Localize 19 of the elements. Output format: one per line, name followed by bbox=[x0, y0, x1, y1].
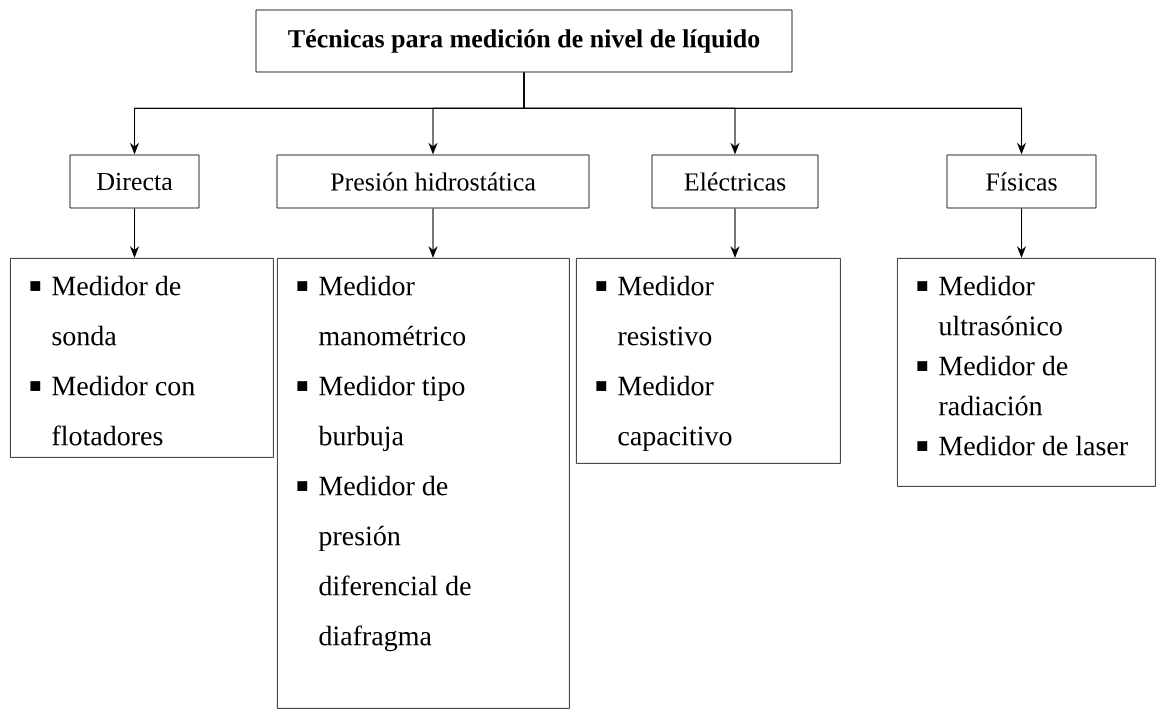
list-box bbox=[277, 258, 570, 709]
category-box: Eléctricas bbox=[651, 154, 819, 209]
list-item: Medidor manométrico bbox=[319, 275, 466, 346]
list-item: Medidor de presión diferencial de diafragma bbox=[318, 475, 471, 652]
list-box bbox=[897, 258, 1156, 487]
list-item: Medidor de radiación bbox=[938, 355, 1068, 416]
category-box: Presión hidrostática bbox=[276, 154, 590, 209]
category-box: Directa bbox=[69, 154, 200, 209]
list-item: Medidor de laser bbox=[939, 435, 1128, 456]
list-box bbox=[10, 258, 274, 458]
list-item: Medidor capacitivo bbox=[618, 375, 732, 452]
list-item: Medidor de sonda bbox=[52, 275, 181, 346]
list-item: Medidor con flotadores bbox=[52, 375, 195, 446]
list-box bbox=[576, 258, 841, 464]
list-item: Medidor tipo burbuja bbox=[318, 375, 465, 452]
list-item: Medidor ultrasónico bbox=[938, 275, 1062, 336]
list-item: Medidor resistivo bbox=[617, 275, 714, 346]
category-box: Físicas bbox=[946, 154, 1097, 209]
title-box: Técnicas para medición de nivel de líquido bbox=[255, 9, 793, 73]
